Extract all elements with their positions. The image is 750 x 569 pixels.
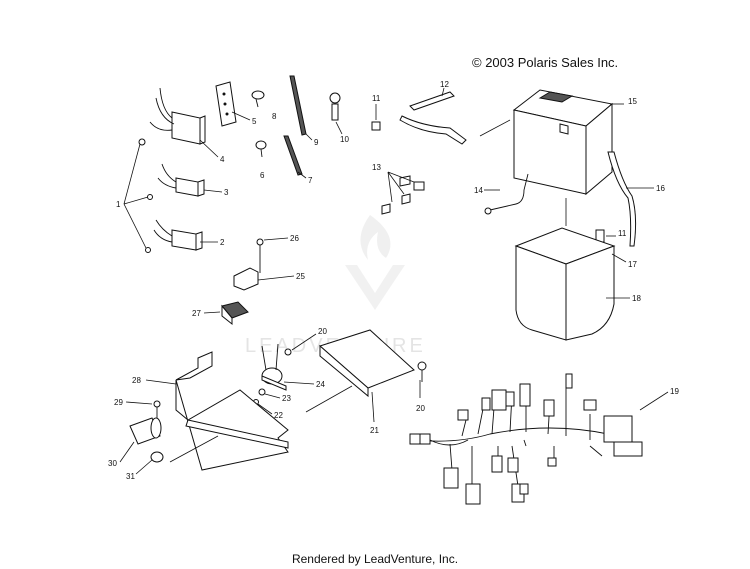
bolt-11-lower[interactable] xyxy=(595,229,605,243)
callout-label: 1 xyxy=(116,200,121,209)
callout-25: 25 xyxy=(257,272,305,281)
screw-20-left[interactable] xyxy=(284,348,292,356)
callout-label: 20 xyxy=(318,327,327,336)
callout-label: 5 xyxy=(252,117,257,126)
callout-label: 6 xyxy=(260,171,265,180)
screw-20-right[interactable] xyxy=(417,361,427,382)
assembly-guides xyxy=(169,119,567,463)
callout-13: 13 xyxy=(372,163,381,172)
callout-label: 31 xyxy=(126,472,135,481)
connectors-13[interactable] xyxy=(381,175,425,215)
solenoid-24[interactable] xyxy=(261,343,287,391)
battery-15[interactable] xyxy=(512,89,614,196)
callout-23: 23 xyxy=(264,393,291,403)
callout-label: 19 xyxy=(670,387,679,396)
callout-6: 6 xyxy=(260,171,265,180)
grommet-8[interactable] xyxy=(251,90,265,108)
callout-15: 15 xyxy=(610,97,637,106)
callout-label: 24 xyxy=(316,380,325,389)
callout-label: 28 xyxy=(132,376,141,385)
callout-label: 17 xyxy=(628,260,637,269)
callout-label: 3 xyxy=(224,188,229,197)
nut-23[interactable] xyxy=(258,388,266,396)
callout-20b: 20 xyxy=(416,380,425,413)
callout-12: 12 xyxy=(440,80,449,97)
mounting-plate-28[interactable] xyxy=(175,351,289,471)
wiring-harness-19[interactable] xyxy=(409,373,643,505)
callout-24: 24 xyxy=(283,380,325,389)
callout-label: 20 xyxy=(416,404,425,413)
callout-label: 27 xyxy=(192,309,201,318)
callout-label: 26 xyxy=(290,234,299,243)
callout-11b: 11 xyxy=(606,229,627,238)
callout-31: 31 xyxy=(126,459,153,481)
callout-11a: 11 xyxy=(372,94,381,120)
callout-8: 8 xyxy=(272,112,277,121)
grommet-6[interactable] xyxy=(255,140,267,158)
callout-label: 12 xyxy=(440,80,449,89)
callout-1: 1 xyxy=(116,200,121,209)
callout-17: 17 xyxy=(611,253,637,269)
callout-label: 14 xyxy=(474,186,483,195)
screw-1[interactable] xyxy=(138,138,153,253)
callout-5: 5 xyxy=(231,111,257,126)
strap-12[interactable] xyxy=(399,91,467,145)
callout-21: 21 xyxy=(370,391,379,435)
callout-label: 9 xyxy=(314,138,319,147)
callout-label: 2 xyxy=(220,238,225,247)
clip-25[interactable] xyxy=(233,267,259,291)
bushing-31[interactable] xyxy=(150,451,164,463)
callout-16: 16 xyxy=(626,184,665,193)
callout-29: 29 xyxy=(114,398,153,407)
callout-label: 15 xyxy=(628,97,637,106)
watermark-logo xyxy=(345,215,405,310)
bolt-26[interactable] xyxy=(256,238,264,246)
callout-26: 26 xyxy=(263,234,299,243)
callout-28: 28 xyxy=(132,376,177,385)
probe-7[interactable] xyxy=(283,135,303,176)
callout-10: 10 xyxy=(335,121,349,144)
callout-label: 7 xyxy=(308,176,313,185)
module-2[interactable] xyxy=(153,219,203,251)
callout-27: 27 xyxy=(192,309,221,318)
cylinder-30[interactable] xyxy=(129,417,162,445)
battery-box-18[interactable] xyxy=(514,227,616,341)
copyright-notice: © 2003 Polaris Sales Inc. xyxy=(472,55,619,70)
callout-2: 2 xyxy=(200,238,225,247)
callout-label: 23 xyxy=(282,394,291,403)
callout-7: 7 xyxy=(297,171,313,185)
callout-4: 4 xyxy=(199,139,225,164)
probe-9[interactable] xyxy=(289,75,307,136)
footer-credit: Rendered by LeadVenture, Inc. xyxy=(291,552,459,566)
callout-label: 29 xyxy=(114,398,123,407)
callout-label: 10 xyxy=(340,135,349,144)
fitting-10[interactable] xyxy=(329,92,341,121)
callout-label: 21 xyxy=(370,426,379,435)
callout-9: 9 xyxy=(305,133,319,147)
vent-tube-16[interactable] xyxy=(607,151,637,247)
bolt-11-upper[interactable] xyxy=(371,121,381,131)
callout-18: 18 xyxy=(606,294,641,303)
callout-label: 8 xyxy=(272,112,277,121)
callout-label: 22 xyxy=(274,411,283,420)
callout-30: 30 xyxy=(108,441,135,468)
callout-label: 18 xyxy=(632,294,641,303)
callout-label: 16 xyxy=(656,184,665,193)
callout-label: 11 xyxy=(372,94,381,103)
callout-label: 13 xyxy=(372,163,381,172)
callout-19: 19 xyxy=(639,387,679,411)
module-3[interactable] xyxy=(157,163,205,197)
module-4[interactable] xyxy=(149,87,206,145)
callout-label: 30 xyxy=(108,459,117,468)
callout-3: 3 xyxy=(203,188,229,197)
callout-14: 14 xyxy=(474,186,500,195)
callout-20a: 20 xyxy=(291,327,327,351)
callout-label: 25 xyxy=(296,272,305,281)
callout-label: 11 xyxy=(618,229,627,238)
callout-label: 4 xyxy=(220,155,225,164)
battery-cable-14[interactable] xyxy=(489,173,529,211)
callout-22: 22 xyxy=(257,403,283,420)
